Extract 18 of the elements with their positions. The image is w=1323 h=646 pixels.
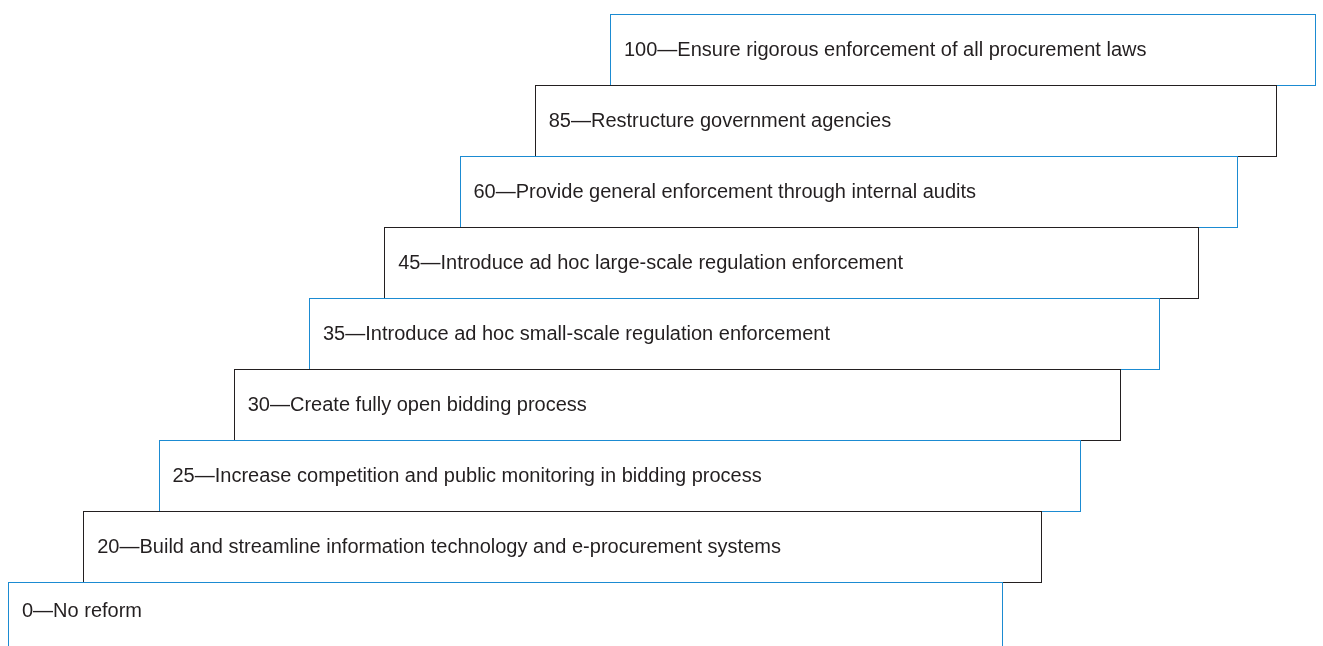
step-label: 45—Introduce ad hoc large-scale regulation enforcement — [398, 250, 903, 274]
step-box — [610, 14, 1316, 86]
step-box — [459, 156, 1238, 228]
step-label: 60—Provide general enforcement through internal audits — [473, 179, 977, 203]
step-label: 20—Build and streamline information technology and e-procurement systems — [97, 534, 781, 558]
step-label: 25—Increase competition and public monitoring in bidding process — [172, 463, 762, 487]
step-label: 30—Create fully open bidding process — [247, 392, 587, 416]
step-box — [384, 227, 1199, 299]
step-box — [8, 582, 1004, 646]
step-box — [83, 511, 1043, 583]
step-box — [158, 440, 1082, 512]
step-box — [534, 85, 1277, 157]
step-label: 35—Introduce ad hoc small-scale regulation enforcement — [323, 321, 830, 345]
step-box — [233, 369, 1121, 441]
step-box — [309, 298, 1160, 370]
step-label: 85—Restructure government agencies — [548, 108, 892, 132]
step-label: 100—Ensure rigorous enforcement of all procurement laws — [624, 37, 1147, 61]
step-label: 0—No reform — [22, 599, 143, 622]
